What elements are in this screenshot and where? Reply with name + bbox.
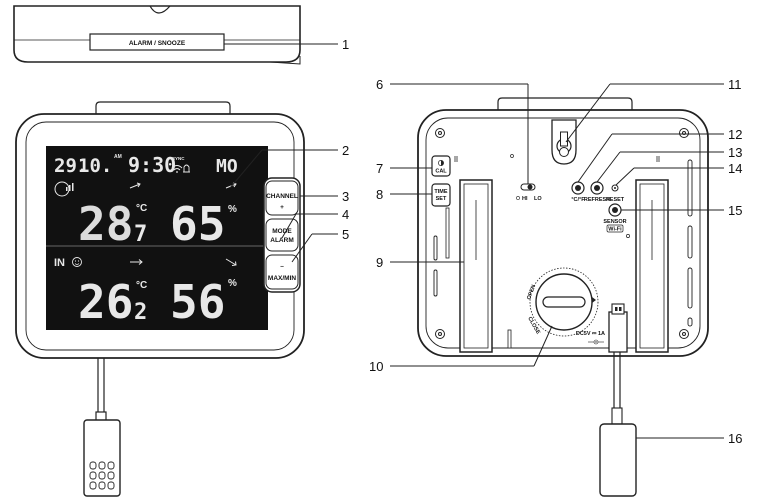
lcd-sync: SYNC bbox=[172, 156, 185, 161]
hi-lo-switch[interactable] bbox=[520, 183, 536, 191]
refresh-label: REFRESH bbox=[584, 197, 610, 203]
time-set-button[interactable]: TIME SET bbox=[431, 183, 451, 207]
unit-switch-button[interactable] bbox=[571, 181, 585, 195]
mode-alarm-button[interactable]: MODE ALARM bbox=[265, 218, 299, 252]
unit-switch-label: °C/°F bbox=[571, 197, 585, 203]
wifi-icon bbox=[171, 165, 183, 173]
battery-compartment[interactable] bbox=[529, 267, 599, 337]
trend-steady-icon bbox=[130, 259, 143, 265]
trend-up-icon bbox=[129, 182, 141, 189]
maxmin-label: MAX/MIN bbox=[268, 275, 296, 282]
lcd-outdoor-temp: 28 bbox=[78, 197, 133, 251]
lcd-indoor-label: IN bbox=[54, 257, 65, 269]
signal-icon bbox=[54, 181, 74, 197]
lcd-hum-unit: % bbox=[228, 204, 237, 215]
mode-label: MODE bbox=[272, 228, 292, 235]
hi-label: HI bbox=[522, 196, 528, 202]
power-label: DC5V ⎓ 1A bbox=[576, 331, 605, 337]
lcd-indoor-temp-decimal: 2 bbox=[134, 300, 147, 325]
minus-maxmin-button[interactable]: – MAX/MIN bbox=[265, 254, 299, 290]
channel-plus-button[interactable]: CHANNEL + bbox=[265, 180, 299, 216]
minus-label: – bbox=[280, 263, 284, 270]
lcd-indoor-temp: 26 bbox=[78, 275, 133, 329]
lcd-am: AM bbox=[114, 154, 122, 160]
callout-12: 12 bbox=[728, 127, 742, 142]
channel-label: CHANNEL bbox=[266, 193, 298, 200]
back-sensor bbox=[599, 423, 637, 497]
callout-9: 9 bbox=[376, 255, 383, 270]
time-label: TIME bbox=[434, 189, 447, 195]
battery-open-label: OPEN bbox=[526, 284, 537, 301]
lcd-date-day: 29. bbox=[54, 155, 88, 177]
callout-14: 14 bbox=[728, 161, 742, 176]
alarm-label: ALARM bbox=[270, 237, 293, 244]
callout-11: 11 bbox=[728, 77, 742, 92]
left-stand bbox=[459, 179, 493, 353]
lcd-screen bbox=[46, 146, 268, 330]
set-label: SET bbox=[436, 196, 447, 202]
lcd-weekday: MO bbox=[216, 156, 238, 177]
alarm-snooze-label: ALARM / SNOOZE bbox=[129, 40, 186, 47]
sensor-vent-icon bbox=[89, 461, 115, 490]
lcd-outdoor-temp-decimal: 7 bbox=[134, 222, 147, 247]
alarm-bell-icon bbox=[183, 164, 190, 173]
callout-10: 10 bbox=[369, 359, 383, 374]
callout-1: 1 bbox=[342, 37, 349, 52]
callout-13: 13 bbox=[728, 145, 742, 160]
right-stand bbox=[635, 179, 669, 353]
callout-15: 15 bbox=[728, 203, 742, 218]
lcd-time: 9:30 bbox=[128, 153, 176, 177]
brightness-icon bbox=[516, 196, 520, 200]
callout-2: 2 bbox=[342, 143, 349, 158]
sensor-label: SENSOR bbox=[603, 219, 626, 225]
callout-5: 5 bbox=[342, 227, 349, 242]
callout-7: 7 bbox=[376, 161, 383, 176]
power-connector bbox=[608, 303, 628, 353]
callout-8: 8 bbox=[376, 187, 383, 202]
lcd-indoor-hum-unit: % bbox=[228, 278, 237, 289]
callout-numbers: 1 2 3 4 5 6 7 8 9 10 11 12 13 14 15 16 bbox=[342, 37, 742, 446]
front-view: 29. 10. AM 9:30 SYNC MO 28 7 bbox=[15, 101, 305, 497]
top-view: ALARM / SNOOZE bbox=[13, 5, 301, 65]
dc-polarity-icon bbox=[588, 339, 604, 345]
reset-button[interactable] bbox=[611, 184, 619, 192]
trend-down-icon bbox=[225, 258, 237, 266]
lcd-indoor-humidity: 56 bbox=[170, 275, 225, 329]
callout-3: 3 bbox=[342, 189, 349, 204]
reset-label: RESET bbox=[606, 197, 625, 203]
cal-label: CAL bbox=[435, 169, 447, 175]
plus-label: + bbox=[280, 204, 284, 211]
refresh-button[interactable] bbox=[590, 181, 604, 195]
lo-label: LO bbox=[534, 196, 542, 202]
wall-hanging-hole bbox=[551, 119, 577, 165]
callout-16: 16 bbox=[728, 431, 742, 446]
callout-lines bbox=[224, 43, 724, 439]
back-view: CAL TIME SET HI LO °C/°F REFRESH bbox=[417, 97, 709, 497]
callout-4: 4 bbox=[342, 207, 349, 222]
contrast-icon bbox=[438, 160, 444, 166]
alarm-snooze-button[interactable] bbox=[89, 33, 225, 51]
wifi-label: Wi-Fi bbox=[608, 227, 622, 233]
comfort-smiley-icon bbox=[72, 257, 82, 267]
cal-button[interactable]: CAL bbox=[431, 155, 451, 177]
lcd-indoor-temp-unit: °C bbox=[136, 280, 147, 291]
lcd-date-month: 10. bbox=[78, 155, 112, 177]
lcd-outdoor-humidity: 65 bbox=[170, 197, 225, 251]
lcd-temp-unit: °C bbox=[136, 203, 147, 214]
callout-6: 6 bbox=[376, 77, 383, 92]
sensor-wifi-button[interactable] bbox=[608, 203, 622, 217]
